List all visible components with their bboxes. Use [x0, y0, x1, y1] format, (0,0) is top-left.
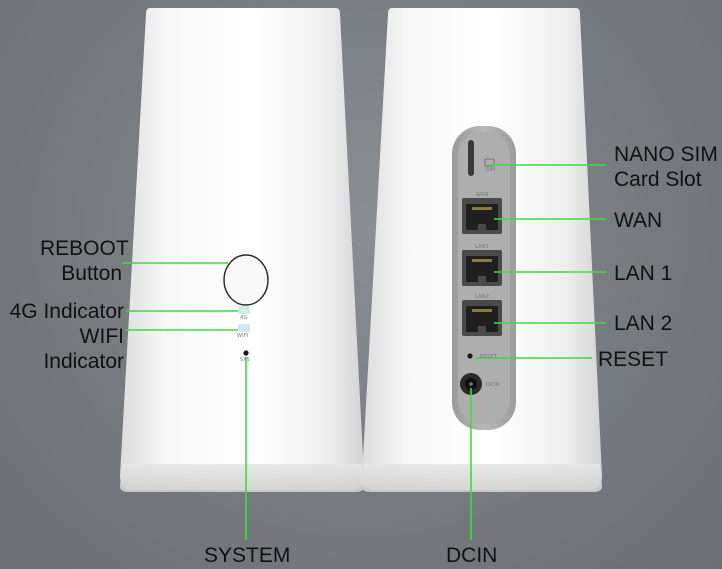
- label-4g-indicator: 4G Indicator: [9, 300, 124, 323]
- led-wifi-indicator: [238, 324, 250, 332]
- label-wan: WAN: [614, 209, 663, 232]
- router-front: [120, 8, 364, 492]
- label-reboot-line2: Button: [61, 262, 122, 285]
- router-back: [362, 8, 602, 492]
- device-tag-wifi: WIFI: [237, 333, 249, 339]
- label-lan1: LAN 1: [614, 262, 673, 285]
- reset-hole[interactable]: [467, 353, 473, 359]
- device-tag-wan: WAN: [476, 192, 489, 198]
- label-system: SYSTEM: [204, 544, 291, 567]
- label-wifi-line2: Indicator: [43, 350, 124, 373]
- lan1-port[interactable]: [462, 250, 502, 286]
- label-reboot-button: REBOOT Button: [40, 236, 129, 286]
- label-lan2: LAN 2: [614, 312, 673, 335]
- device-tag-sim: SIM: [486, 167, 496, 173]
- label-reset: RESET: [598, 348, 669, 371]
- label-wifi-indicator: WIFI Indicator: [20, 324, 124, 374]
- device-tag-lan1: LAN1: [475, 244, 490, 250]
- lan2-port[interactable]: [462, 300, 502, 336]
- label-nano-sim-line1: NANO SIM: [614, 143, 718, 166]
- device-tag-reset: RESET: [480, 354, 498, 360]
- led-4g-indicator: [238, 306, 250, 314]
- callout-lines: [122, 164, 606, 540]
- wan-port[interactable]: [462, 198, 502, 234]
- label-nano-sim-line2: Card Slot: [614, 168, 702, 191]
- reboot-button[interactable]: [223, 254, 269, 306]
- device-tag-sys: SYS: [240, 357, 251, 363]
- dcin-port[interactable]: [460, 373, 482, 395]
- label-nano-sim: NANO SIM Card Slot: [614, 142, 718, 192]
- label-dcin: DCIN: [446, 544, 498, 567]
- sys-indicator-dot: [243, 350, 249, 356]
- nano-sim-slot[interactable]: [468, 140, 474, 176]
- device-tag-4g: 4G: [240, 315, 248, 321]
- label-reboot-line1: REBOOT: [40, 237, 129, 260]
- device-tag-dcin: DCIN: [486, 382, 500, 388]
- label-wifi-line1: WIFI: [79, 325, 124, 348]
- device-tag-lan2: LAN2: [475, 294, 490, 300]
